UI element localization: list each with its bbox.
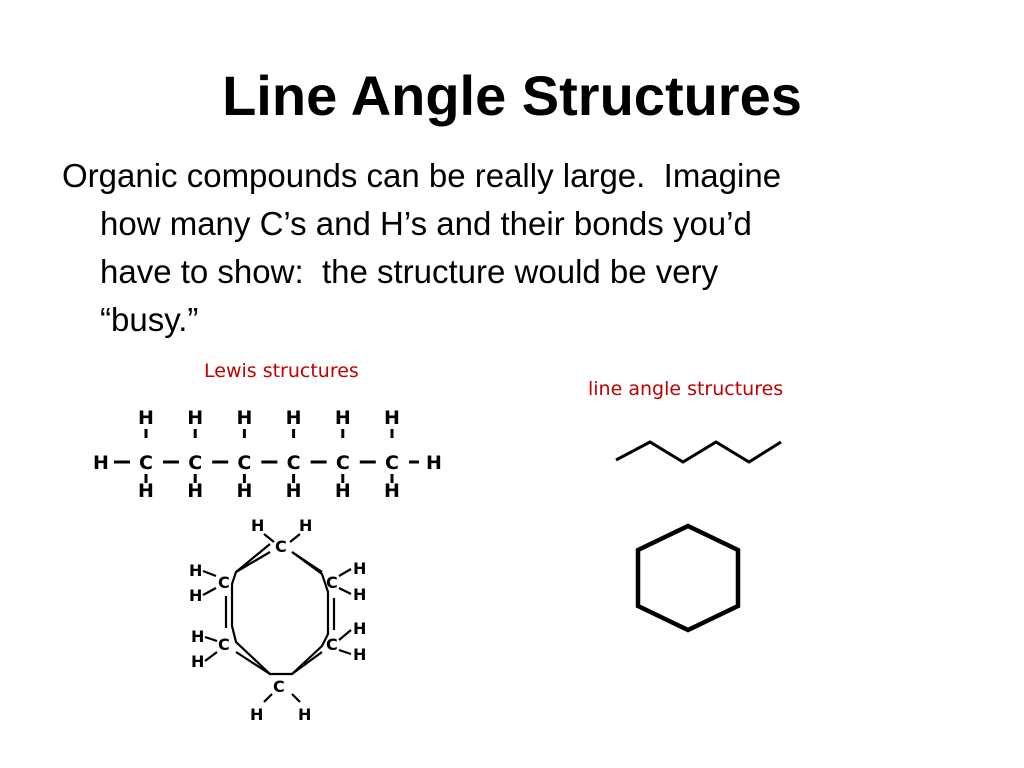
c-h-bond — [263, 533, 275, 543]
body-line-2: how many C’s and H’s and their bonds you… — [100, 205, 752, 242]
hydrogen-atom: H — [187, 407, 203, 429]
c-h-bond — [338, 568, 352, 577]
hydrogen-atom: H — [353, 619, 366, 638]
hydrogen-atom: H — [191, 627, 204, 646]
cyclohexane-lewis-structure: C C C C C C H H H H H H H H H H H H — [189, 516, 366, 724]
hydrogen-atom: H — [251, 516, 264, 535]
hydrogen-atom: H — [189, 561, 202, 580]
c-h-bond — [202, 587, 217, 596]
carbon-atom: C — [273, 677, 285, 696]
hexane-line-angle-structure — [615, 440, 782, 464]
slide-body-text: Organic compounds can be really large. I… — [62, 152, 962, 344]
hydrogen-atom: H — [187, 480, 203, 502]
c-h-bond — [291, 693, 301, 703]
carbon-atom: C — [326, 573, 338, 592]
hydrogen-atom: H — [426, 452, 442, 474]
c-h-bond — [202, 569, 217, 578]
hydrogen-atom: H — [138, 480, 154, 502]
ring-bond — [235, 651, 271, 675]
c-h-bond — [263, 693, 273, 703]
carbon-atom: C — [218, 635, 230, 654]
hydrogen-atom: H — [353, 585, 366, 604]
hydrogen-atom: H — [384, 480, 400, 502]
hydrogen-atom: H — [384, 407, 400, 429]
c-h-bond — [338, 648, 352, 656]
carbon-atom: C — [275, 537, 287, 556]
carbon-atom: C — [237, 452, 251, 474]
hydrogen-atom: H — [335, 480, 351, 502]
carbon-atom: C — [139, 452, 153, 474]
c-h-bond — [338, 587, 352, 595]
cyclohexane-ring-bonds — [230, 543, 330, 676]
cyclohexane-line-angle-structure — [635, 523, 741, 633]
slide-title: Line Angle Structures — [222, 64, 802, 127]
hydrogen-atom: H — [93, 452, 109, 474]
hydrogen-atom: H — [189, 586, 202, 605]
hydrogen-atom: H — [191, 652, 204, 671]
c-h-bond — [338, 629, 352, 641]
carbon-atom: C — [218, 573, 230, 592]
carbon-atom: C — [287, 452, 301, 474]
c-h-bond — [204, 651, 218, 662]
line-angle-structures-caption: line angle structures — [588, 378, 784, 400]
carbon-atom: C — [188, 452, 202, 474]
ring-bond — [291, 651, 323, 675]
c-h-bond — [204, 635, 218, 643]
hydrogen-atom: H — [138, 407, 154, 429]
carbon-atom: C — [336, 452, 350, 474]
hydrogen-atom: H — [353, 645, 366, 664]
hydrogen-atom: H — [298, 705, 311, 724]
carbon-atom: C — [385, 452, 399, 474]
body-line-1: Organic compounds can be really large. I… — [62, 157, 782, 194]
lewis-structures-caption: Lewis structures — [204, 360, 359, 382]
c-h-bond — [289, 533, 301, 543]
body-line-4: “busy.” — [100, 301, 199, 338]
hydrogen-atom: H — [236, 480, 252, 502]
ring-bond — [235, 551, 271, 573]
hydrogen-atom: H — [335, 407, 351, 429]
hydrogen-atom: H — [286, 407, 302, 429]
carbon-atom: C — [326, 635, 338, 654]
hydrogen-atom: H — [286, 480, 302, 502]
body-line-3: have to show: the structure would be ver… — [100, 253, 719, 290]
hydrogen-atom: H — [250, 705, 263, 724]
hydrogen-atom: H — [236, 407, 252, 429]
hydrogen-atom: H — [299, 516, 312, 535]
hydrogen-atom: H — [353, 559, 366, 578]
ring-bond — [291, 551, 323, 573]
